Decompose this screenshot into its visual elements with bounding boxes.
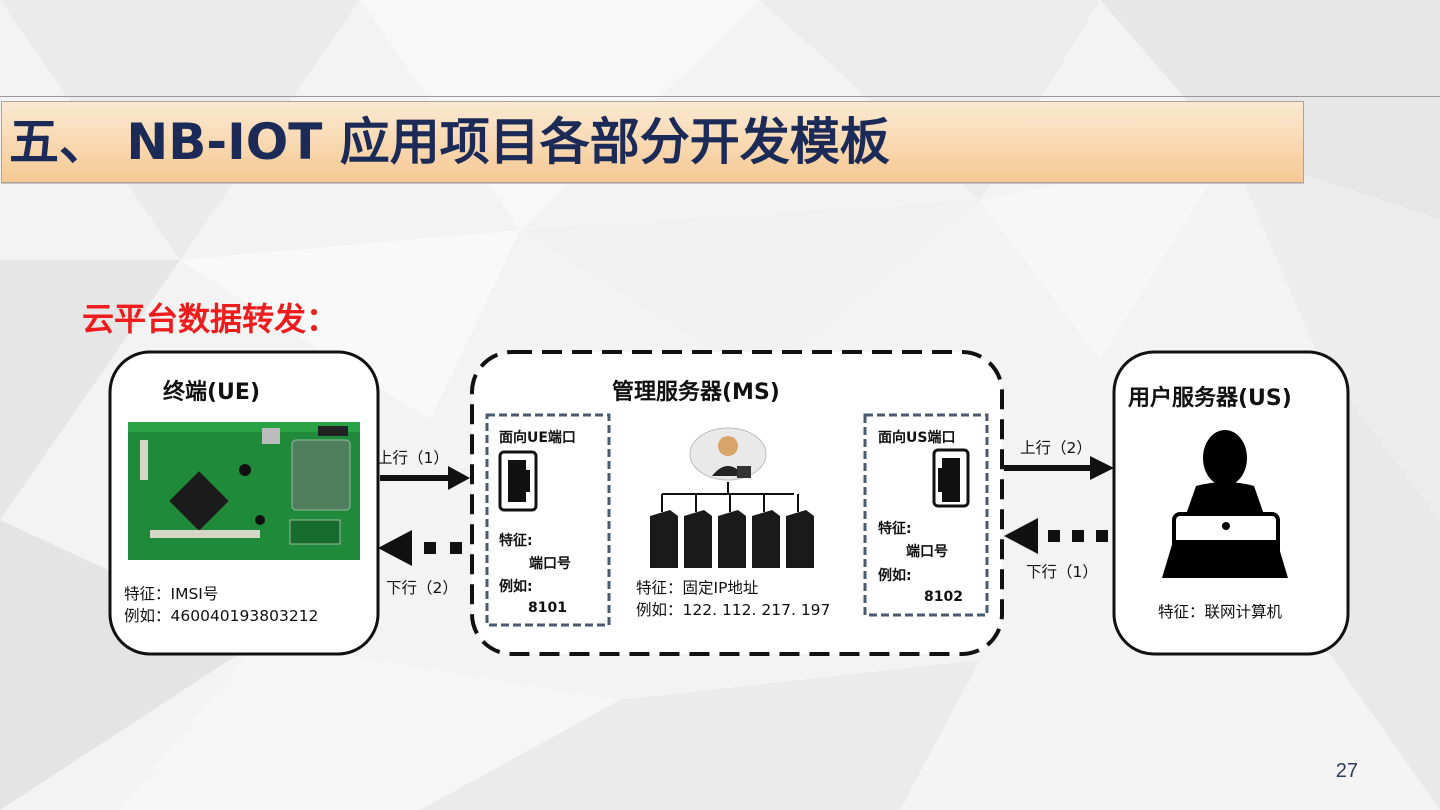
ue-example: 例如：460040193803212 — [124, 604, 318, 626]
ue-title: 终端(UE) — [163, 374, 260, 406]
user-laptop-icon — [1155, 430, 1305, 580]
circuit-board-icon — [128, 422, 360, 560]
ue-uplink-label: 上行（1） — [377, 446, 449, 468]
ue-downlink-arrow — [378, 530, 462, 566]
us-port-value: 8102 — [924, 589, 963, 605]
us-feature: 特征：联网计算机 — [1158, 600, 1282, 622]
ms-feature: 特征：固定IP地址 — [636, 576, 758, 598]
us-downlink-label: 下行（1） — [1026, 560, 1098, 582]
us-uplink-arrow — [1004, 456, 1114, 480]
ue-uplink-arrow — [380, 466, 470, 490]
us-downlink-arrow — [1004, 518, 1108, 554]
page-number: 27 — [1336, 760, 1358, 783]
ue-port-port: 端口号 — [529, 553, 571, 573]
server-cluster-icon — [630, 410, 828, 572]
ue-feature: 特征：IMSI号 — [124, 582, 218, 604]
ue-port-example: 例如: — [499, 576, 533, 596]
us-port-example: 例如: — [878, 565, 912, 585]
us-title: 用户服务器(US) — [1128, 380, 1292, 412]
ms-example: 例如：122. 112. 217. 197 — [636, 598, 830, 620]
us-uplink-label: 上行（2） — [1020, 436, 1092, 458]
us-port-feature: 特征: — [878, 518, 912, 538]
ue-downlink-label: 下行（2） — [386, 576, 458, 598]
us-port-title: 面向US端口 — [878, 427, 955, 447]
ms-title: 管理服务器(MS) — [612, 374, 780, 406]
ue-port-feature: 特征: — [499, 530, 533, 550]
us-port-port: 端口号 — [906, 541, 948, 561]
ue-port-title: 面向UE端口 — [499, 427, 576, 447]
ue-port-value: 8101 — [528, 600, 567, 616]
